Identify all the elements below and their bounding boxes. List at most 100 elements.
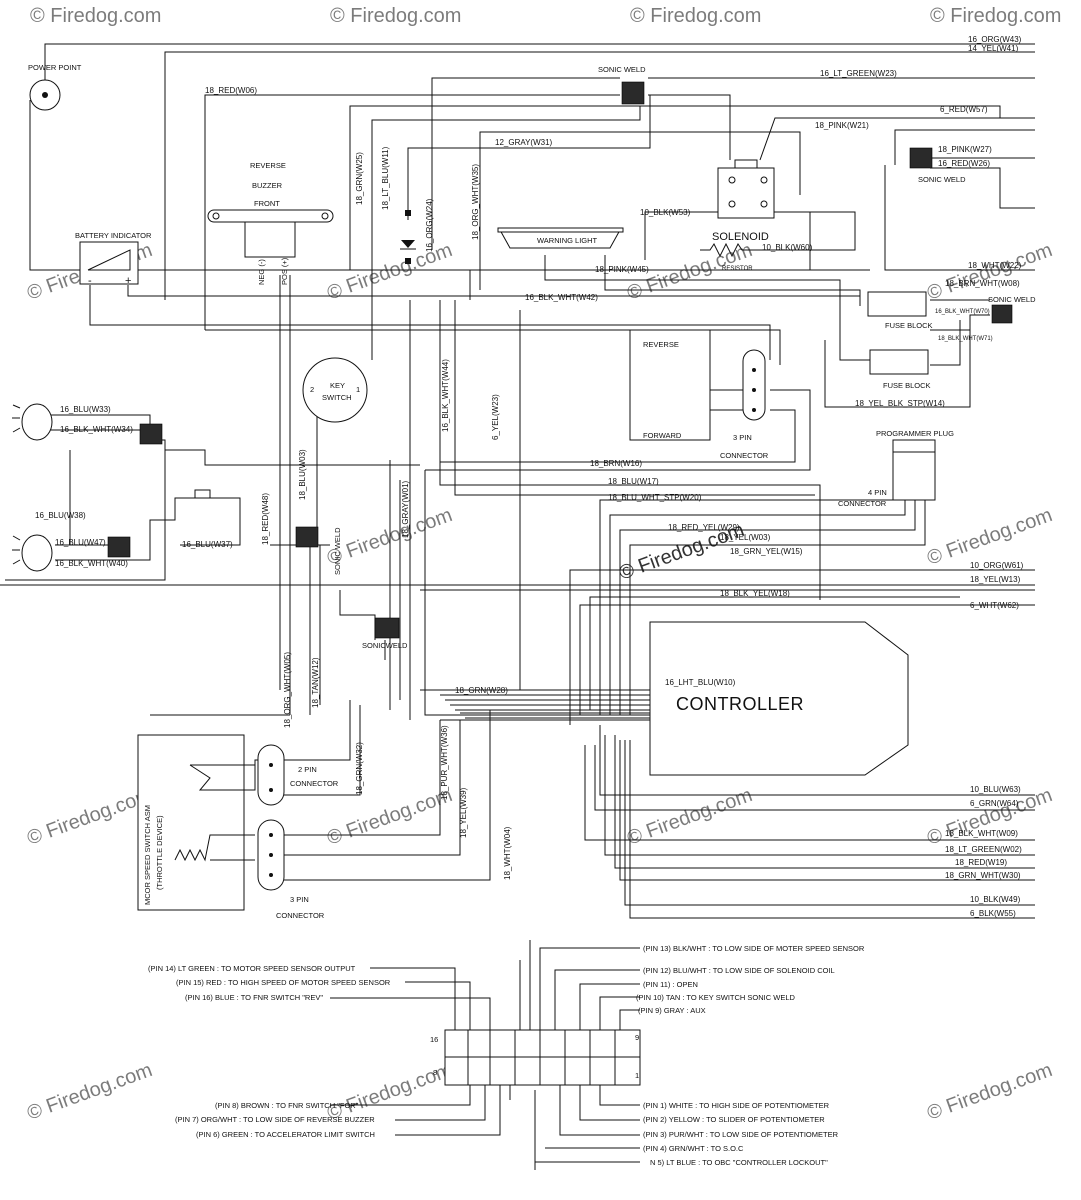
label-wires-w31: 12_GRAY(W31) xyxy=(495,138,553,147)
label-components-battery-plus: + xyxy=(125,275,131,287)
label-wires-w44: 16_BLK_WHT(W44) xyxy=(441,359,450,432)
label-wires-w71: 18_BLK_WHT(W71) xyxy=(938,336,993,342)
label-wires-w14: 18_YEL_BLK_STP(W14) xyxy=(855,399,945,408)
battery-indicator: BATTERY INDICATOR - + xyxy=(75,231,152,287)
label-wires-w39: 18_YEL(W39) xyxy=(459,787,468,838)
label-pinout-left-0: (PIN 14) LT GREEN : TO MOTOR SPEED SENSO… xyxy=(148,964,356,973)
sonic-weld-lamp xyxy=(139,423,163,445)
label-wires-w64: 6_GRN(W64) xyxy=(970,799,1019,808)
label-wires-w23b: 6_YEL(W23) xyxy=(491,394,500,440)
label-wires-w09: 18_BLK_WHT(W09) xyxy=(945,829,1018,838)
fuse-block-2: FUSE BLOCK xyxy=(869,349,931,390)
label-components-bottom-connector-0: 3 PIN xyxy=(290,895,309,904)
label-wires-w61: 10_ORG(W61) xyxy=(970,561,1024,570)
label-components-two-pin-connector-1: CONNECTOR xyxy=(290,779,339,788)
label-components-key-switch-1: SWITCH xyxy=(322,393,352,402)
label-wires-w18: 18_BLK_YEL(W18) xyxy=(720,589,790,598)
label-components-reverse: REVERSE xyxy=(643,340,679,349)
label-components-battery-minus: - xyxy=(88,275,92,287)
label-components-bottom-connector-1: CONNECTOR xyxy=(276,911,325,920)
label-pinout-numbers-3: 1 xyxy=(635,1071,639,1080)
label-wires-w03: 18_BLU(W03) xyxy=(298,449,307,500)
label-pinout-right-8: (PIN 4) GRN/WHT : TO S.O.C xyxy=(643,1144,744,1153)
label-components-two-pin-connector-0: 2 PIN xyxy=(298,765,317,774)
controller-connector: 16 8 9 1 xyxy=(330,947,641,1163)
label-components-resistor: RESISTOR xyxy=(722,266,753,272)
label-pinout-right-9: N 5) LT BLUE : TO OBC "CONTROLLER LOCKOU… xyxy=(650,1158,828,1167)
label-wires-w04: 18_WHT(W04) xyxy=(503,826,512,880)
sonic-weld-key-label: SONIC WELD xyxy=(333,527,342,575)
label-wires-w45: 18_PINK(W45) xyxy=(595,265,649,274)
label-pinout-left-5: (PIN 6) GREEN : TO ACCELERATOR LIMIT SWI… xyxy=(196,1130,375,1139)
harness-bundle xyxy=(440,694,650,719)
label-components-key-switch-pins-0: 2 xyxy=(310,385,314,394)
label-wires-w21: 18_PINK(W21) xyxy=(815,121,869,130)
label-pinout-numbers-2: 9 xyxy=(635,1033,639,1042)
label-pinout-right-4: (PIN 9) GRAY : AUX xyxy=(638,1006,706,1015)
label-components-key-switch-pins-1: 1 xyxy=(356,385,360,394)
throttle-device: MCOR SPEED SWITCH ASM (THROTTLE DEVICE) … xyxy=(137,734,339,920)
label-pinout-left-2: (PIN 16) BLUE : TO FNR SWITCH "REV" xyxy=(185,993,323,1002)
label-wires-w35: 18_ORG_WHT(W35) xyxy=(471,164,480,240)
label-wires-w23: 16_LT_GREEN(W23) xyxy=(820,69,897,78)
programmer-plug: PROGRAMMER PLUG 4 PIN CONNECTOR xyxy=(838,429,954,508)
label-components-four-pin-connector-0: 4 PIN xyxy=(868,488,887,497)
watermark: © Firedog.com xyxy=(330,5,461,27)
label-components-throttle-0: MCOR SPEED SWITCH ASM xyxy=(143,805,152,905)
label-pinout-left-3: (PIN 8) BROWN : TO FNR SWITCH "FOR" xyxy=(215,1101,359,1110)
label-wires-w40: 16_BLK_WHT(W40) xyxy=(55,559,128,568)
label-pinout-numbers-1: 8 xyxy=(433,1068,437,1077)
label-components-three-pin-connector-1: CONNECTOR xyxy=(720,451,769,460)
controller: CONTROLLER xyxy=(649,621,909,776)
label-components-controller: CONTROLLER xyxy=(676,694,804,714)
label-wires-w53: 10_BLK(W53) xyxy=(640,208,691,217)
sonic-weld-right-label: SONIC WELD xyxy=(918,175,966,184)
label-pinout-numbers-0: 16 xyxy=(430,1035,438,1044)
watermark: © Firedog.com xyxy=(924,1059,1055,1125)
sonic-weld-right xyxy=(909,147,933,169)
label-wires-w43: 16_ORG(W43) xyxy=(968,35,1022,44)
label-components-forward: FORWARD xyxy=(643,431,682,440)
label-wires-w08: 18_BRN_WHT(W08) xyxy=(945,279,1020,288)
label-wires-w63: 10_BLU(W63) xyxy=(970,785,1021,794)
label-pinout-right-5: (PIN 1) WHITE : TO HIGH SIDE OF POTENTIO… xyxy=(643,1101,830,1110)
warning-light: WARNING LIGHT xyxy=(497,227,624,249)
watermark: © Firedog.com xyxy=(924,504,1055,570)
label-wires-w26: 16_RED(W26) xyxy=(938,159,990,168)
label-pinout-right-2: (PIN 11) : OPEN xyxy=(643,980,698,989)
label-wires-w10: 16_LHT_BLU(W10) xyxy=(665,678,736,687)
label-components-power-point: POWER POINT xyxy=(28,63,82,72)
watermark: © Firedog.com xyxy=(24,784,155,850)
label-wires-w02: 18_LT_GREEN(W02) xyxy=(945,845,1022,854)
power-point: POWER POINT xyxy=(28,63,82,111)
label-pinout-right-7: (PIN 3) PUR/WHT : TO LOW SIDE OF POTENTI… xyxy=(643,1130,839,1139)
label-components-four-pin-connector-1: CONNECTOR xyxy=(838,499,887,508)
label-wires-w38: 16_BLU(W38) xyxy=(35,511,86,520)
label-components-solenoid: SOLENOID xyxy=(712,231,769,243)
label-wires-w15: 18_GRN_YEL(W15) xyxy=(730,547,803,556)
label-wires-w70: 16_BLK_WHT(W70) xyxy=(935,309,990,315)
wire-lines xyxy=(0,43,1035,1170)
fnr-switch: REVERSE FORWARD 3 PIN CONNECTOR xyxy=(629,329,769,460)
label-wires-w37: 16_BLU(W37) xyxy=(182,540,233,549)
label-wires-w17: 18_BLU(W17) xyxy=(608,477,659,486)
label-components-buzzer-pins-1: POS (+) xyxy=(280,257,289,285)
watermarks: © Firedog.com © Firedog.com © Firedog.co… xyxy=(24,5,1061,1125)
watermark: © Firedog.com xyxy=(24,1059,155,1125)
label-wires-w11: 18_LT_BLU(W11) xyxy=(381,146,390,210)
label-components-key-switch-0: KEY xyxy=(330,381,345,390)
label-wires-w57: 6_RED(W57) xyxy=(940,105,988,114)
label-wires-w36: 18_PUR_WHT(W36) xyxy=(440,725,449,800)
label-wires-w24: 16_ORG(W24) xyxy=(425,198,434,252)
label-components-warning-light: WARNING LIGHT xyxy=(537,236,598,245)
label-components-reverse-buzzer-1: BUZZER xyxy=(252,181,283,190)
label-pinout-left-1: (PIN 15) RED : TO HIGH SPEED OF MOTOR SP… xyxy=(176,978,391,987)
label-wires-w32: 18_GRN(W32) xyxy=(355,742,364,795)
label-components-fuse-block: FUSE BLOCK xyxy=(885,321,933,330)
label-wires-w12: 18_TAN(W12) xyxy=(311,657,320,708)
label-components-reverse-buzzer-2: FRONT xyxy=(254,199,280,208)
label-wires-w01: 18_GRAY(W01) xyxy=(401,480,410,538)
sonic-weld-lamp2 xyxy=(107,536,131,558)
label-wires-w62: 6_WHT(W62) xyxy=(970,601,1019,610)
sonic-weld-lower-label: SONICWELD xyxy=(362,641,408,650)
